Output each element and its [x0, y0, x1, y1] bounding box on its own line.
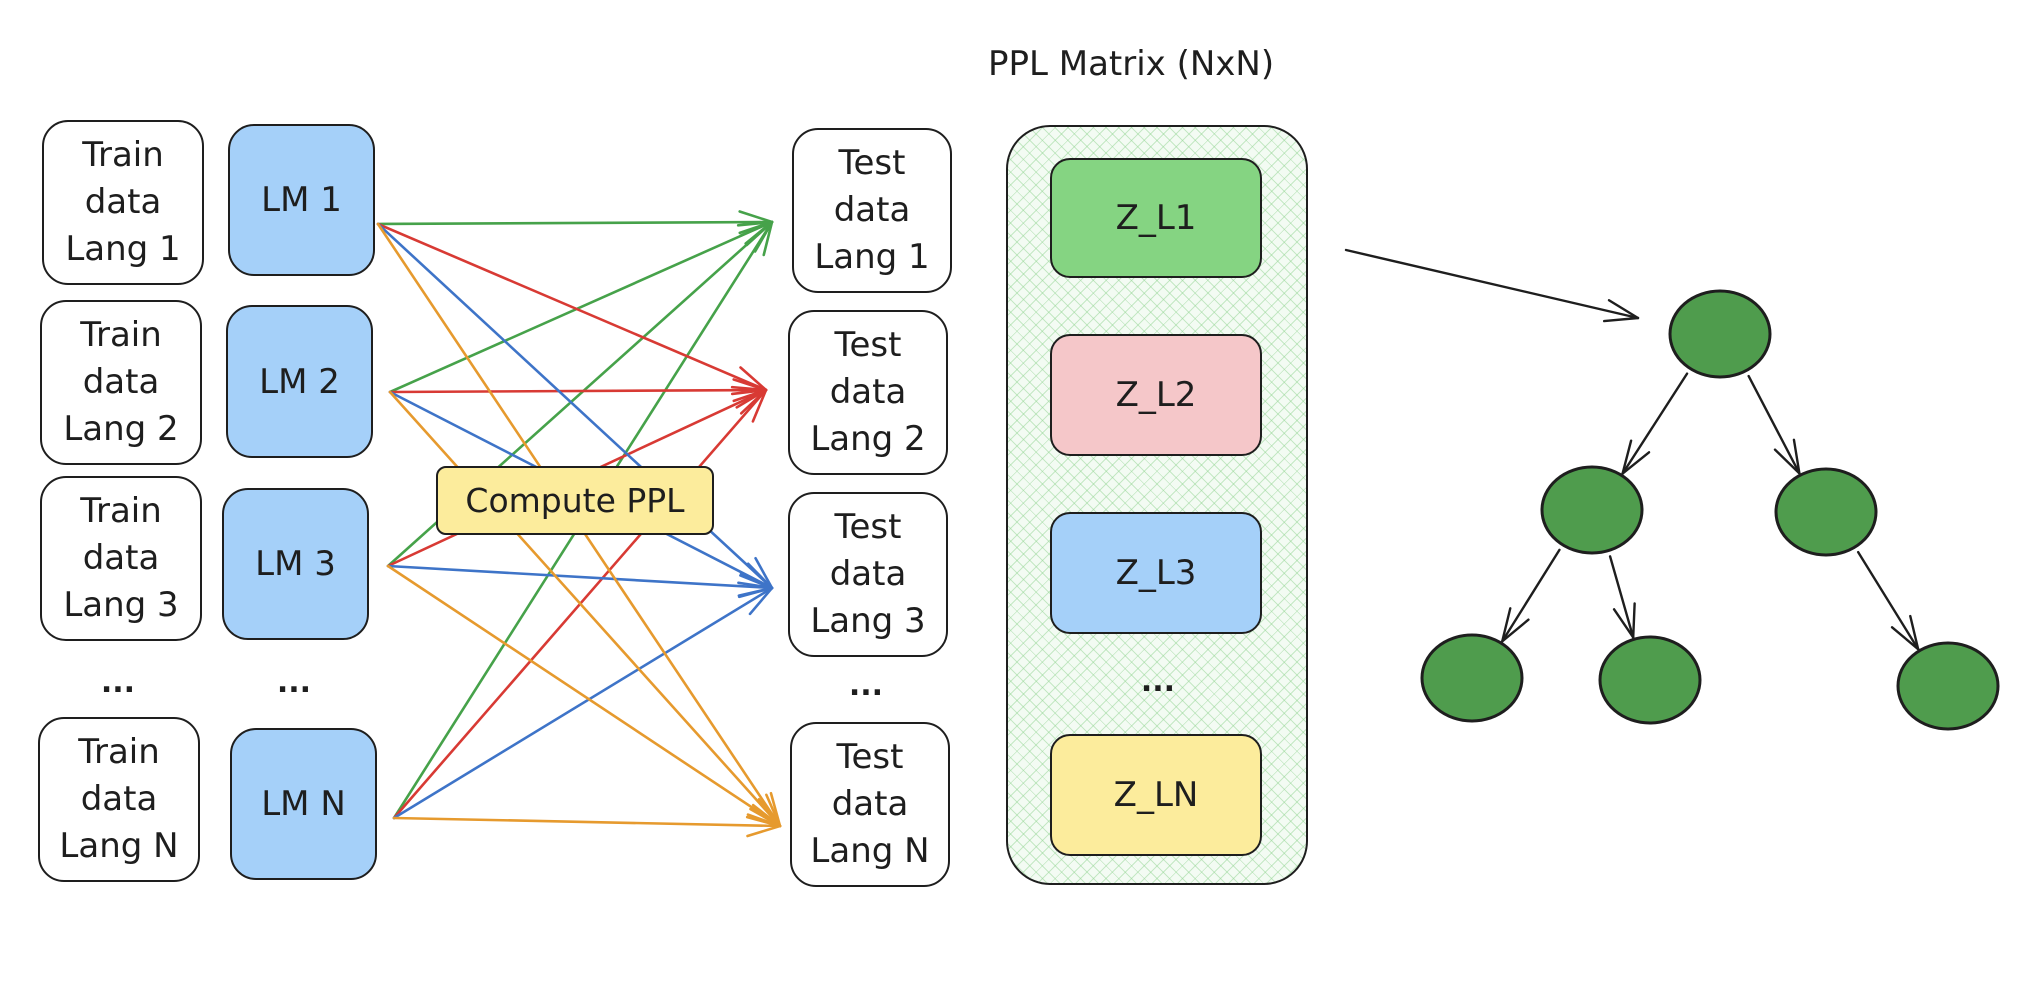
tree-edge-4	[1608, 555, 1636, 639]
arrow-lm-3-to-test-3	[386, 564, 774, 599]
tree-edge-5	[1856, 550, 1920, 651]
tree-edge-1	[1621, 372, 1689, 475]
tree-node-5	[1598, 635, 1702, 725]
tree-edge-3	[1501, 548, 1561, 643]
tree-node-6	[1896, 641, 2000, 731]
matrix-ellipsis: ...	[1140, 664, 1176, 699]
tree-node-2	[1540, 465, 1644, 555]
lm-box-3: LM 3	[222, 488, 369, 640]
arrow-lm-2-to-test-1	[388, 220, 774, 394]
lm-box-n: LM N	[230, 728, 377, 880]
arrow-lm-2-to-test-2	[388, 378, 768, 403]
arrow-lm-2-to-test-4	[388, 390, 782, 828]
arrow-lm-1-to-test-1	[376, 210, 774, 235]
tree-node-1	[1668, 289, 1772, 379]
ppl-matrix-title: PPL Matrix (NxN)	[988, 44, 1275, 84]
tree-node-3	[1774, 467, 1878, 557]
compute-ppl-label: Compute PPL	[436, 466, 714, 535]
matrix-row-z-l2: Z_L2	[1050, 334, 1262, 456]
lm-ellipsis: ...	[276, 665, 312, 700]
arrow-lm-1-to-test-2	[376, 222, 768, 392]
test-data-ellipsis: ...	[848, 668, 884, 703]
tree-edge-2	[1747, 374, 1801, 475]
lm-box-2: LM 2	[226, 305, 373, 458]
arrow-lm-4-to-test-3	[392, 586, 774, 820]
arrow-lm-4-to-test-4	[392, 813, 782, 838]
matrix-row-z-l3: Z_L3	[1050, 512, 1262, 634]
matrix-row-z-ln: Z_LN	[1050, 734, 1262, 856]
matrix-row-z-l1: Z_L1	[1050, 158, 1262, 278]
train-data-ellipsis: ...	[100, 665, 136, 700]
tree-node-4	[1420, 633, 1524, 723]
arrow-matrix-to-tree	[1344, 248, 1640, 323]
lm-box-1: LM 1	[228, 124, 375, 276]
